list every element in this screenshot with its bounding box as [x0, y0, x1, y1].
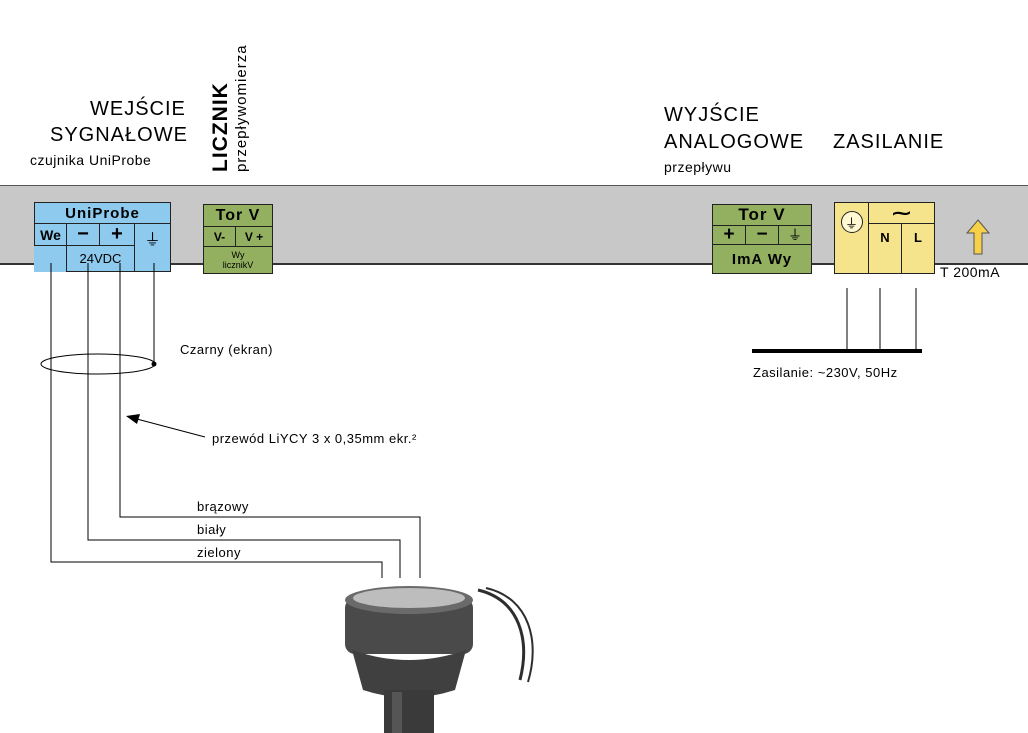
terminal-we: We — [34, 223, 67, 246]
analog-output-title-line1: WYJŚCIE — [664, 104, 760, 126]
cable-annotation: przewód LiYCY 3 x 0,35mm ekr.² — [212, 431, 417, 446]
wire-green-label: zielony — [197, 545, 241, 560]
wire-green — [50, 263, 383, 578]
counter-terminal-block: Tor V V- V + Wy licznikV — [203, 204, 273, 274]
wire-brown-label: brązowy — [197, 499, 249, 514]
power-terminal-block: ⏚ ⁓ N L — [834, 202, 935, 274]
device-terminal-panel: UniProbe We − + ⏚ 24VDC Tor V V- V + Wy … — [0, 185, 1028, 280]
signal-input-title-line2: SYGNAŁOWE — [50, 124, 188, 146]
terminal-voltage-label: 24VDC — [66, 245, 135, 272]
cable-pointer-arrowhead — [126, 414, 140, 424]
earth-terminal: ⏚ — [834, 202, 869, 274]
uniprobe-terminal-block: UniProbe We − + ⏚ 24VDC — [34, 202, 171, 272]
wire-white — [87, 263, 401, 578]
analog-terminal-block: Tor V + − ⏚ ImA Wy — [712, 204, 812, 274]
analog-output-label: ImA Wy — [712, 244, 812, 274]
terminal-l: L — [901, 223, 935, 274]
cable-shield-ring — [40, 353, 156, 375]
power-title: ZASILANIE — [833, 131, 945, 153]
cable-pointer — [132, 417, 206, 438]
terminal-ground-icon: ⏚ — [134, 223, 171, 272]
shield-dot — [151, 361, 157, 367]
wire-white-label: biały — [197, 522, 227, 537]
counter-block-title: Tor V — [203, 204, 273, 227]
wire-brown — [119, 263, 421, 578]
analog-output-title-line2: ANALOGOWE — [664, 131, 805, 153]
analog-output-subtitle: przepływu — [664, 159, 732, 175]
mains-annotation: Zasilanie: ~230V, 50Hz — [753, 365, 898, 380]
shield-annotation: Czarny (ekran) — [180, 342, 273, 357]
signal-input-subtitle: czujnika UniProbe — [30, 152, 152, 168]
uniprobe-sensor-image — [345, 586, 534, 733]
uniprobe-title: UniProbe — [34, 202, 171, 224]
counter-output-label: Wy licznikV — [203, 246, 273, 274]
signal-input-title-line1: WEJŚCIE — [90, 98, 186, 120]
earth-icon: ⏚ — [840, 211, 863, 233]
fuse-arrow-icon — [965, 219, 991, 255]
fuse-label: T 200mA — [940, 264, 1001, 280]
